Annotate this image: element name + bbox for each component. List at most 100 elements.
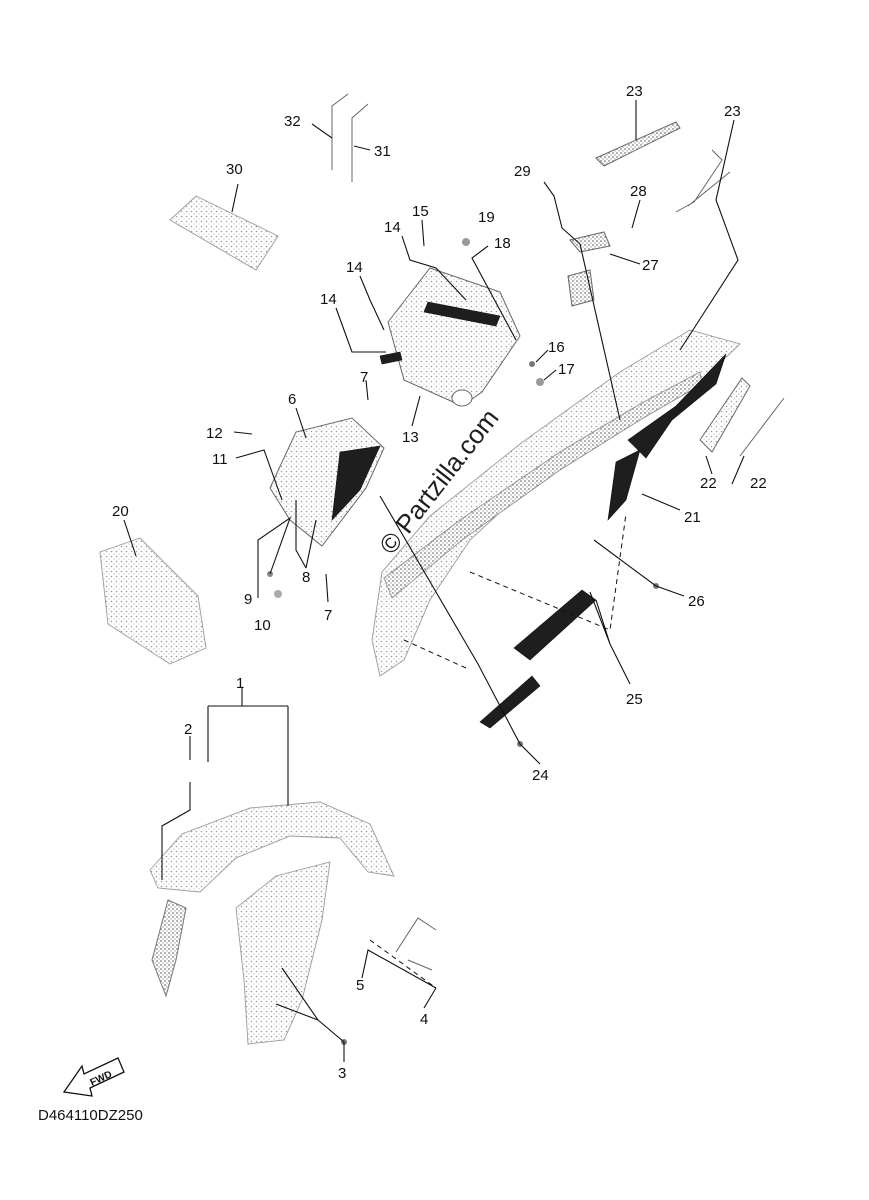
trim-dark-21b [607, 449, 641, 521]
leader-4 [423, 987, 437, 1009]
callout-15: 15 [412, 203, 429, 220]
callout-7b: 7 [324, 607, 332, 624]
fender-side [235, 861, 331, 1045]
callout-1: 1 [236, 675, 244, 692]
leader-3 [275, 967, 345, 1062]
cover-part-22b [739, 397, 785, 457]
callout-30: 30 [226, 161, 243, 178]
holder-part-13 [387, 267, 521, 407]
callout-14c: 14 [384, 219, 401, 236]
leader-18 [471, 245, 517, 341]
callout-16: 16 [548, 339, 565, 356]
clip-part-27 [569, 231, 611, 253]
leader-5 [361, 949, 437, 989]
holder-inner [423, 301, 501, 327]
leader-31 [353, 145, 371, 151]
leader-15 [421, 219, 425, 247]
leader-14a [359, 275, 385, 331]
leader-22b [731, 455, 745, 485]
callout-19: 19 [478, 209, 495, 226]
callout-22a: 22 [700, 475, 717, 492]
leader-9 [257, 516, 292, 598]
trim-dark-21 [627, 353, 727, 459]
callout-17: 17 [558, 361, 575, 378]
callout-18: 18 [494, 235, 511, 252]
fender-bracket [151, 899, 187, 998]
leader-28 [631, 199, 641, 229]
callout-20: 20 [112, 503, 129, 520]
fender-part-1 [149, 801, 395, 893]
callout-32: 32 [284, 113, 301, 130]
callout-13: 13 [402, 429, 419, 446]
leader-7a [365, 379, 369, 401]
callout-28: 28 [630, 183, 647, 200]
trim-dark-lower [513, 589, 597, 661]
callout-23a: 23 [626, 83, 643, 100]
trim-dark-bottom [479, 675, 541, 729]
callout-12: 12 [206, 425, 223, 442]
leader-11 [235, 449, 283, 501]
bolt-part-16 [529, 361, 535, 367]
leader-26 [593, 539, 685, 597]
callout-7a: 7 [360, 369, 368, 386]
sticker-part-20 [99, 537, 207, 665]
leader-24 [379, 495, 541, 765]
callout-2: 2 [184, 721, 192, 738]
leader-12 [233, 431, 253, 435]
fwd-arrow-icon: FWD [62, 1057, 125, 1097]
pad-part-30 [169, 195, 279, 271]
holder-strip [379, 351, 403, 365]
bracket-part-4 [395, 917, 437, 971]
callout-29: 29 [514, 163, 531, 180]
leader-6 [295, 407, 307, 439]
leader-22a [705, 455, 713, 475]
leader-8 [295, 500, 317, 569]
brace-part-23-right [675, 149, 731, 213]
leader-25 [589, 591, 631, 685]
leader-23b [679, 119, 739, 351]
nut-part-10 [274, 590, 282, 598]
cover-part-22a [699, 377, 751, 453]
leader-20 [123, 519, 137, 557]
callout-11: 11 [212, 451, 228, 468]
callout-4: 4 [420, 1011, 428, 1028]
holder-boss [451, 389, 473, 407]
leader-17 [543, 369, 557, 381]
callout-25: 25 [626, 691, 643, 708]
callout-8: 8 [302, 569, 310, 586]
cover-dark [331, 445, 381, 521]
leader-21 [641, 493, 681, 511]
callout-22b: 22 [750, 475, 767, 492]
leader-14c [401, 235, 467, 301]
leader-2 [161, 736, 191, 880]
callout-26: 26 [688, 593, 705, 610]
diagram-code: D464110DZ250 [38, 1107, 143, 1124]
callout-14b: 14 [320, 291, 337, 308]
leader-7b [325, 573, 329, 603]
callout-23b: 23 [724, 103, 741, 120]
dash-line-2 [369, 939, 437, 989]
nut-part-17 [536, 378, 544, 386]
rod-part-32 [331, 93, 349, 170]
callout-6: 6 [288, 391, 296, 408]
dash-line-3 [403, 639, 467, 669]
leader-32 [311, 123, 333, 139]
nut-part-19 [462, 238, 470, 246]
callout-10: 10 [254, 617, 271, 634]
callout-31: 31 [374, 143, 391, 160]
leader-1 [207, 688, 289, 806]
callout-27: 27 [642, 257, 659, 274]
leader-14b [335, 307, 386, 353]
callout-14a: 14 [346, 259, 363, 276]
dash-line-1 [469, 513, 627, 631]
callout-3: 3 [338, 1065, 346, 1082]
leader-13 [411, 395, 421, 427]
leader-27 [609, 253, 641, 265]
leader-30 [231, 183, 239, 213]
rod-part-31 [351, 103, 369, 182]
callout-5: 5 [356, 977, 364, 994]
callout-9: 9 [244, 591, 252, 608]
callout-21: 21 [684, 509, 701, 526]
leader-16 [535, 349, 549, 363]
